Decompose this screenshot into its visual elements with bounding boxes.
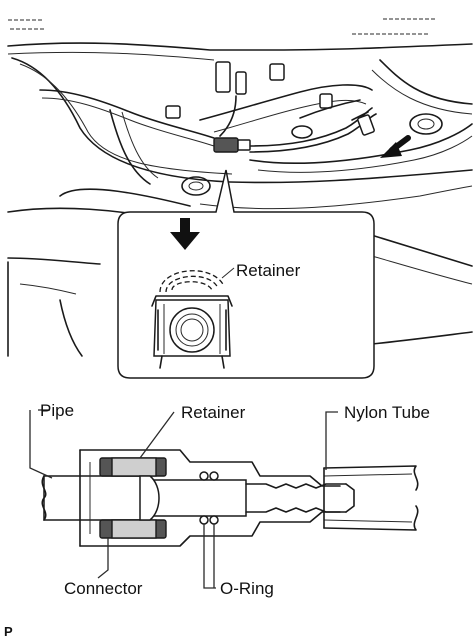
nylon-tube-section [323, 465, 419, 531]
figure-code: P [4, 624, 13, 639]
connector-body [79, 449, 341, 547]
o-ring-label: O-Ring [220, 579, 274, 598]
retainer-removed-position-outline [159, 270, 225, 293]
retainer-label: Retainer [181, 403, 246, 422]
pipe-section [41, 475, 247, 521]
o-ring-section [199, 471, 219, 525]
push-down-arrow-icon [170, 218, 200, 250]
callout-retainer-label: Retainer [236, 261, 301, 280]
pipe-label: Pipe [40, 401, 74, 420]
connector-label: Connector [64, 579, 143, 598]
nylon-tube-label: Nylon Tube [344, 403, 430, 422]
pipe-clamp-brackets [165, 61, 333, 119]
connector-section-view: Pipe Retainer Nylon Tube Connector O-Rin… [29, 401, 430, 598]
connector-location [213, 137, 251, 153]
barbed-nipple [245, 483, 355, 513]
retainer-callout-box: Retainer [117, 169, 375, 379]
vehicle-underbody-view [7, 18, 473, 357]
body-panel-outlines [7, 42, 473, 357]
retainer-leader-line [221, 267, 235, 279]
retainer-section [99, 457, 167, 539]
connector-end-view [151, 295, 233, 369]
top-hatch-marks [8, 18, 435, 35]
direction-arrow-icon [380, 135, 411, 158]
section-leader-lines [29, 409, 338, 589]
right-connector [351, 111, 375, 136]
grommet-holes [181, 113, 443, 196]
